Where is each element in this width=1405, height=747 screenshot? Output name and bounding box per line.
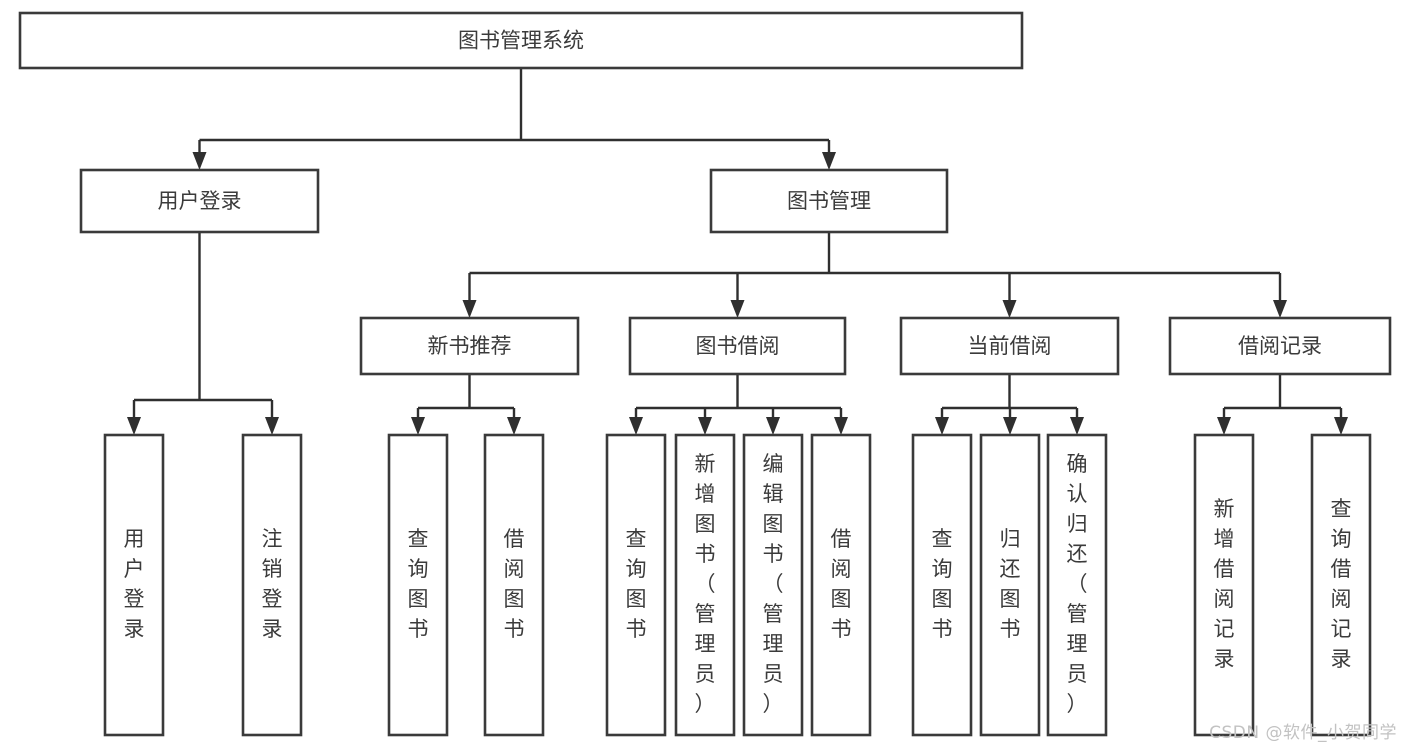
arrow-head-icon [265, 417, 279, 435]
node-leaf-borrow-query[interactable]: 查询图书 [605, 433, 667, 737]
connector-group-user-login [127, 232, 279, 435]
node-label-leaf-user-login: 用户登录 [124, 527, 145, 641]
node-label-leaf-rec-add: 新增借阅记录 [1214, 497, 1235, 671]
node-label-leaf-cur-return: 归还图书 [1000, 527, 1021, 641]
arrow-head-icon [1002, 300, 1017, 318]
node-box-leaf-rec-borrow[interactable] [483, 433, 545, 737]
node-new-book-rec[interactable]: 新书推荐 [359, 316, 580, 376]
node-leaf-rec-add[interactable]: 新增借阅记录 [1193, 433, 1255, 737]
node-current-borrow[interactable]: 当前借阅 [899, 316, 1120, 376]
node-box-borrow-record[interactable] [1168, 316, 1392, 376]
arrow-head-icon [822, 152, 836, 170]
node-label-leaf-user-logout: 注销登录 [262, 527, 283, 641]
node-box-leaf-borrow-query[interactable] [605, 433, 667, 737]
node-leaf-cur-query[interactable]: 查询图书 [911, 433, 973, 737]
arrow-head-icon [1070, 417, 1084, 435]
node-label-leaf-rec-search: 查询借阅记录 [1331, 497, 1352, 671]
arrow-head-icon [127, 417, 141, 435]
node-label-book-borrow: 图书借阅 [696, 334, 780, 358]
node-label-current-borrow: 当前借阅 [968, 334, 1052, 358]
node-label-leaf-rec-query: 查询图书 [408, 527, 429, 641]
arrow-head-icon [1273, 300, 1287, 318]
arrow-head-icon [1003, 417, 1017, 435]
watermark-label: CSDN @软件_小贺同学 [1209, 723, 1397, 743]
connector-group-borrow-record [1217, 374, 1348, 435]
node-box-user-login[interactable] [79, 168, 320, 234]
node-leaf-borrow-add[interactable]: 新增图书（管理员） [674, 433, 736, 737]
connector-group-current-borrow [935, 374, 1084, 435]
node-label-borrow-record: 借阅记录 [1238, 334, 1322, 358]
node-leaf-borrow-lend[interactable]: 借阅图书 [810, 433, 872, 737]
node-user-login[interactable]: 用户登录 [79, 168, 320, 234]
node-leaf-cur-return[interactable]: 归还图书 [979, 433, 1041, 737]
node-leaf-user-logout[interactable]: 注销登录 [241, 433, 303, 737]
connector-group-book-manage [462, 232, 1287, 318]
node-box-leaf-rec-query[interactable] [387, 433, 449, 737]
node-borrow-record[interactable]: 借阅记录 [1168, 316, 1392, 376]
node-box-leaf-cur-query[interactable] [911, 433, 973, 737]
arrow-head-icon [935, 417, 949, 435]
node-box-leaf-cur-confirm[interactable] [1046, 433, 1108, 737]
node-box-book-manage[interactable] [709, 168, 949, 234]
connector-group-root [192, 68, 836, 170]
node-box-leaf-rec-add[interactable] [1193, 433, 1255, 737]
arrow-head-icon [507, 417, 521, 435]
node-layer: 图书管理系统用户登录图书管理新书推荐图书借阅当前借阅借阅记录用户登录注销登录查询… [18, 11, 1392, 737]
node-box-leaf-borrow-edit[interactable] [742, 433, 804, 737]
arrow-head-icon [411, 417, 425, 435]
node-leaf-user-login[interactable]: 用户登录 [103, 433, 165, 737]
arrow-head-icon [698, 417, 712, 435]
arrow-head-icon [192, 152, 207, 170]
arrow-head-icon [766, 417, 780, 435]
connector-layer [127, 68, 1348, 435]
node-leaf-borrow-edit[interactable]: 编辑图书（管理员） [742, 433, 804, 737]
connector-group-new-book-rec [411, 374, 521, 435]
node-label-leaf-borrow-lend: 借阅图书 [831, 527, 852, 641]
node-label-leaf-rec-borrow: 借阅图书 [504, 527, 525, 641]
node-leaf-rec-query[interactable]: 查询图书 [387, 433, 449, 737]
arrow-head-icon [462, 300, 477, 318]
arrow-head-icon [1334, 417, 1348, 435]
node-box-leaf-cur-return[interactable] [979, 433, 1041, 737]
node-root[interactable]: 图书管理系统 [18, 11, 1024, 70]
arrow-head-icon [730, 300, 745, 318]
node-box-current-borrow[interactable] [899, 316, 1120, 376]
node-box-leaf-user-logout[interactable] [241, 433, 303, 737]
node-box-leaf-borrow-lend[interactable] [810, 433, 872, 737]
node-box-leaf-user-login[interactable] [103, 433, 165, 737]
node-box-root[interactable] [18, 11, 1024, 70]
node-label-leaf-borrow-query: 查询图书 [626, 527, 647, 641]
node-leaf-rec-search[interactable]: 查询借阅记录 [1310, 433, 1372, 737]
node-box-new-book-rec[interactable] [359, 316, 580, 376]
node-label-leaf-cur-confirm: 确认归还（管理员） [1067, 452, 1088, 716]
node-label-root: 图书管理系统 [458, 29, 584, 53]
node-box-leaf-rec-search[interactable] [1310, 433, 1372, 737]
node-label-user-login: 用户登录 [158, 189, 242, 213]
node-leaf-rec-borrow[interactable]: 借阅图书 [483, 433, 545, 737]
node-label-book-manage: 图书管理 [787, 189, 871, 213]
node-label-leaf-cur-query: 查询图书 [932, 527, 953, 641]
node-label-leaf-borrow-add: 新增图书（管理员） [695, 452, 716, 716]
node-label-leaf-borrow-edit: 编辑图书（管理员） [763, 452, 784, 716]
node-book-manage[interactable]: 图书管理 [709, 168, 949, 234]
connector-group-book-borrow [629, 374, 848, 435]
node-book-borrow[interactable]: 图书借阅 [628, 316, 847, 376]
arrow-head-icon [629, 417, 643, 435]
arrow-head-icon [1217, 417, 1231, 435]
node-box-leaf-borrow-add[interactable] [674, 433, 736, 737]
arrow-head-icon [834, 417, 848, 435]
node-leaf-cur-confirm[interactable]: 确认归还（管理员） [1046, 433, 1108, 737]
node-label-new-book-rec: 新书推荐 [428, 334, 512, 358]
node-box-book-borrow[interactable] [628, 316, 847, 376]
